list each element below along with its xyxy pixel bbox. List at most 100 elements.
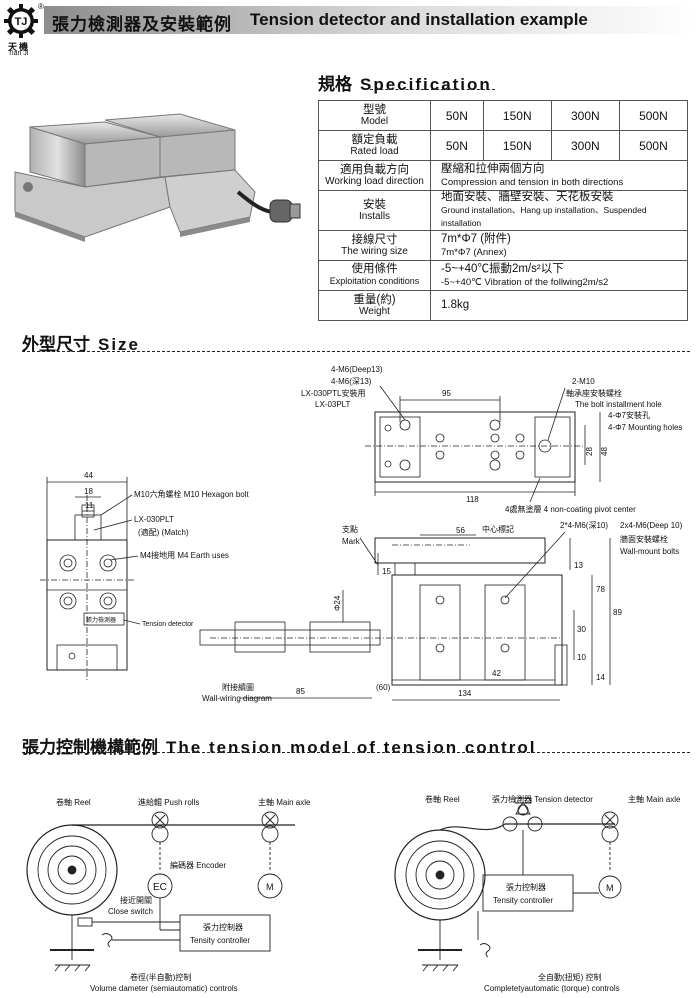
label-close-cn: 接近開關 (120, 895, 152, 905)
label-bolt-en: The bolt installment hole (575, 400, 662, 409)
caption-cn: 全自動(扭矩) 控制 (538, 972, 602, 982)
label-push-rolls: 進給輥 Push rolls (138, 797, 199, 807)
dim-48: 48 (600, 447, 609, 456)
spec-title-cn: 規格 (318, 75, 352, 94)
motor-m: M (606, 883, 614, 893)
motor-m: M (266, 882, 274, 892)
dim-78: 78 (596, 585, 605, 594)
label-tension-detector: Tension detector (142, 621, 194, 628)
caption-cn: 卷徑(半自動)控制 (130, 972, 191, 982)
label-earth: M4接地用 M4 Earth uses (140, 550, 229, 560)
model-title-en: The tension model of tension control (166, 738, 537, 757)
label-mark-en: Mark (342, 537, 361, 546)
logo-text-cn: 天機 (8, 42, 31, 52)
detector-tag: 張力檢測器 (86, 616, 116, 624)
label-encoder: 編碼器 Encoder (170, 860, 226, 870)
ctrl-cn: 張力控制器 (506, 882, 546, 892)
label-mark-cn: 支點 (342, 524, 358, 534)
label-lx-b: LX-03PLT (315, 400, 351, 409)
dim-85: 85 (296, 687, 305, 696)
label-hex-bolt: M10六角螺栓 M10 Hexagon bolt (134, 489, 249, 499)
dim-10: 10 (577, 653, 586, 662)
product-photo (14, 113, 301, 242)
spec-cell: 150N (482, 130, 552, 161)
dim-11: 11 (85, 501, 94, 510)
spec-row-weight: 重量(約)Weight 1.8kg (318, 290, 688, 321)
label-wiring-en: Wall-wiring diagram (202, 694, 272, 703)
spec-cell: 500N (618, 130, 689, 161)
spec-cell: 300N (550, 100, 620, 131)
size-drawing: 44 18 11 M10六角螺栓 M10 Hexagon bolt LX-030… (40, 365, 683, 703)
dim-15: 15 (382, 567, 391, 576)
label-main-axle: 主軸 Main axle (628, 794, 681, 804)
label-2-m10: 2-M10 (572, 377, 595, 386)
spec-cell: 300N (550, 130, 620, 161)
spec-cell: 7m*Φ7 (附件)7m*Φ7 (Annex) (430, 230, 688, 261)
label-wall-cn: 牆面安裝螺栓 (620, 534, 668, 544)
label-bolt-cn: 軸承座安裝螺栓 (566, 388, 622, 398)
label-m6-deep13-en: 4-M6(Deep13) (331, 365, 383, 374)
label-tension-detector: 張力檢測器 Tension detector (492, 794, 593, 804)
dim-60: (60) (376, 683, 391, 692)
label-wiring-cn: 附接續圖 (222, 682, 254, 692)
dim-42: 42 (492, 669, 501, 678)
dim-13: 13 (574, 561, 583, 570)
dim-44: 44 (84, 471, 93, 480)
spec-cell: 50N (430, 130, 484, 161)
spec-title-underline (370, 89, 495, 90)
caption-en: Volume dameter (semiautomatic) controls (90, 984, 238, 993)
page-title-cn: 張力檢測器及安裝範例 (52, 15, 232, 34)
model-left-diagram: 卷軸 Reel 進給輥 Push rolls 主軸 Main axle 編碼器 … (26, 797, 311, 993)
label-mount-cn: 4-Φ7安裝孔 (608, 410, 650, 420)
label-pivot: 4處無塗層 4 non-coating pivot center (505, 504, 636, 514)
dim-14: 14 (596, 673, 605, 682)
label-center-mark: 中心標記 (482, 524, 514, 534)
dim-30: 30 (577, 625, 586, 634)
spec-label: 重量(約)Weight (318, 290, 431, 321)
label-close-en: Close switch (108, 907, 153, 916)
logo-gear-icon: TJ (4, 4, 38, 38)
page-title-en: Tension detector and installation exampl… (250, 10, 588, 29)
label-reel: 卷軸 Reel (56, 797, 91, 807)
model-title-underline (22, 752, 690, 753)
logo-mark: TJ (15, 16, 28, 28)
encoder-ec: EC (153, 882, 167, 893)
front-view (199, 534, 611, 701)
spec-title-en: Specification (360, 75, 492, 94)
dim-134: 134 (458, 689, 472, 698)
side-view (40, 477, 134, 680)
caption-en: Completetyautomatic (torque) controls (484, 984, 620, 993)
label-match-a: LX-030PLT (134, 515, 174, 524)
label-m6-deep10-en: 2x4-M6(Deep 10) (620, 521, 683, 530)
label-lx-a: LX-030PTL安裝用 (301, 388, 365, 398)
dim-28: 28 (585, 447, 594, 456)
registered-mark: ® (38, 2, 44, 11)
spec-cell: -5~+40℃振動2m/s²以下-5~+40℃ Vibration of the… (430, 260, 688, 291)
label-match-b: (適配) (Match) (138, 527, 189, 537)
logo-text-en: Tian Ji (8, 50, 29, 57)
size-title-en: Size (98, 335, 141, 354)
label-m6-deep10-cn: 2*4-M6(深10) (560, 521, 608, 530)
ctrl-en: Tensity controller (190, 936, 250, 945)
spec-cell: 500N (618, 100, 689, 131)
spec-cell: 150N (482, 100, 552, 131)
ctrl-cn: 張力控制器 (203, 922, 243, 932)
dim-56: 56 (456, 526, 465, 535)
label-main-axle: 主軸 Main axle (258, 797, 311, 807)
spec-section-title: 規格 Specification (318, 70, 492, 95)
dim-phi24: Φ24 (333, 595, 342, 611)
